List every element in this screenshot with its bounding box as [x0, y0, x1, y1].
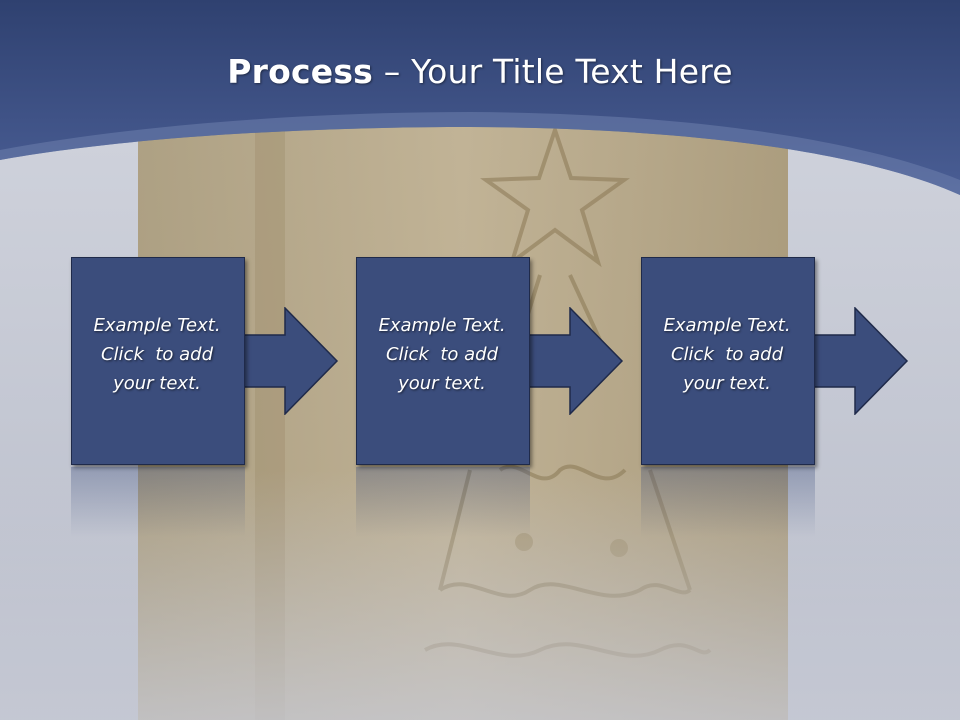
- step-text-line-3: your text.: [683, 373, 771, 394]
- step-text-line-3: your text.: [398, 373, 486, 394]
- step-text[interactable]: Example Text. Click to add your text.: [641, 311, 813, 398]
- header-highlight: [0, 112, 960, 195]
- process-arrow-3: [808, 307, 909, 415]
- step-box: [356, 257, 530, 465]
- process-step-2[interactable]: Example Text. Click to add your text.: [356, 257, 530, 465]
- step-text-line-2: Click to add: [670, 344, 783, 365]
- step-text[interactable]: Example Text. Click to add your text.: [356, 311, 528, 398]
- process-arrow-2: [523, 307, 624, 415]
- step-text-line-2: Click to add: [385, 344, 498, 365]
- title-rest: – Your Title Text Here: [373, 52, 733, 91]
- step-text-line-2: Click to add: [100, 344, 213, 365]
- process-arrow-1: [238, 307, 339, 415]
- process-step-3[interactable]: Example Text. Click to add your text.: [641, 257, 815, 465]
- step-reflection: [641, 467, 815, 537]
- step-text-line-1: Example Text.: [93, 315, 221, 336]
- step-box: [71, 257, 245, 465]
- step-reflection: [356, 467, 530, 537]
- title-bold: Process: [227, 52, 374, 91]
- step-text-line-3: your text.: [113, 373, 201, 394]
- slide-title[interactable]: Process – Your Title Text Here: [0, 52, 960, 91]
- step-text[interactable]: Example Text. Click to add your text.: [71, 311, 243, 398]
- step-reflection: [71, 467, 245, 537]
- step-box: [641, 257, 815, 465]
- step-text-line-1: Example Text.: [378, 315, 506, 336]
- header-band: [0, 0, 960, 195]
- step-text-line-1: Example Text.: [663, 315, 791, 336]
- process-step-1[interactable]: Example Text. Click to add your text.: [71, 257, 245, 465]
